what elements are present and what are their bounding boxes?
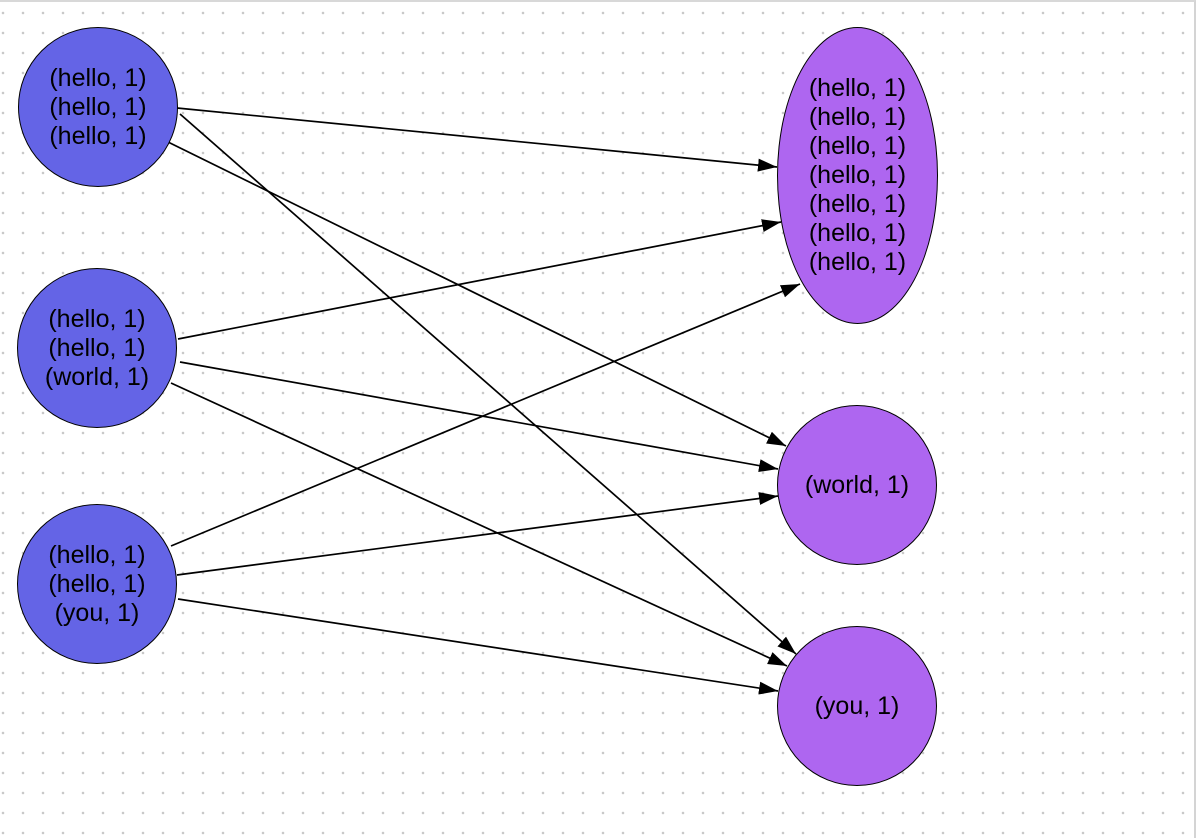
kv-pair: (you, 1): [54, 598, 140, 627]
reduce-node-hello[interactable]: (hello, 1) (hello, 1) (hello, 1) (hello,…: [777, 27, 938, 324]
reduce-node-you[interactable]: (you, 1): [777, 626, 937, 786]
reduce-node-world[interactable]: (world, 1): [777, 405, 937, 565]
kv-pair: (hello, 1): [48, 540, 146, 569]
edge-map-1-to-reduce-you[interactable]: [179, 113, 797, 655]
kv-pair: (hello, 1): [808, 219, 907, 247]
map-node-2[interactable]: (hello, 1) (hello, 1) (world, 1): [17, 268, 177, 428]
kv-pair: (hello, 1): [808, 248, 907, 276]
reduce-node-you-label: (you, 1): [815, 692, 900, 721]
kv-pair: (hello, 1): [48, 569, 146, 598]
kv-pair: (hello, 1): [49, 121, 147, 150]
map-node-3[interactable]: (hello, 1) (hello, 1) (you, 1): [17, 504, 177, 664]
kv-pair: (hello, 1): [49, 92, 147, 121]
reduce-node-world-label: (world, 1): [805, 471, 909, 500]
map-node-1[interactable]: (hello, 1) (hello, 1) (hello, 1): [18, 27, 178, 187]
kv-pair: (hello, 1): [808, 132, 907, 160]
map-node-2-label: (hello, 1) (hello, 1) (world, 1): [45, 305, 149, 392]
kv-pair: (hello, 1): [49, 63, 147, 92]
edge-map-1-to-reduce-hello[interactable]: [176, 107, 778, 172]
kv-pair: (world, 1): [44, 362, 150, 391]
edge-map-3-to-reduce-you[interactable]: [177, 598, 779, 695]
edge-map-2-to-reduce-hello[interactable]: [177, 219, 782, 340]
kv-pair: (you, 1): [814, 691, 900, 720]
map-node-1-label: (hello, 1) (hello, 1) (hello, 1): [49, 64, 146, 151]
edge-map-2-to-reduce-you[interactable]: [170, 382, 788, 667]
reduce-node-hello-label: (hello, 1) (hello, 1) (hello, 1) (hello,…: [809, 74, 906, 277]
edge-map-1-to-reduce-world[interactable]: [167, 141, 787, 447]
kv-pair: (hello, 1): [808, 190, 907, 218]
kv-pair: (hello, 1): [48, 304, 146, 333]
edge-map-3-to-reduce-world[interactable]: [176, 492, 779, 576]
kv-pair: (hello, 1): [808, 161, 907, 189]
kv-pair: (hello, 1): [48, 333, 146, 362]
kv-pair: (hello, 1): [808, 74, 907, 102]
edge-map-2-to-reduce-world[interactable]: [179, 361, 779, 473]
edge-map-3-to-reduce-hello[interactable]: [170, 283, 801, 547]
map-node-3-label: (hello, 1) (hello, 1) (you, 1): [48, 541, 145, 628]
kv-pair: (world, 1): [804, 470, 910, 499]
kv-pair: (hello, 1): [808, 103, 907, 131]
